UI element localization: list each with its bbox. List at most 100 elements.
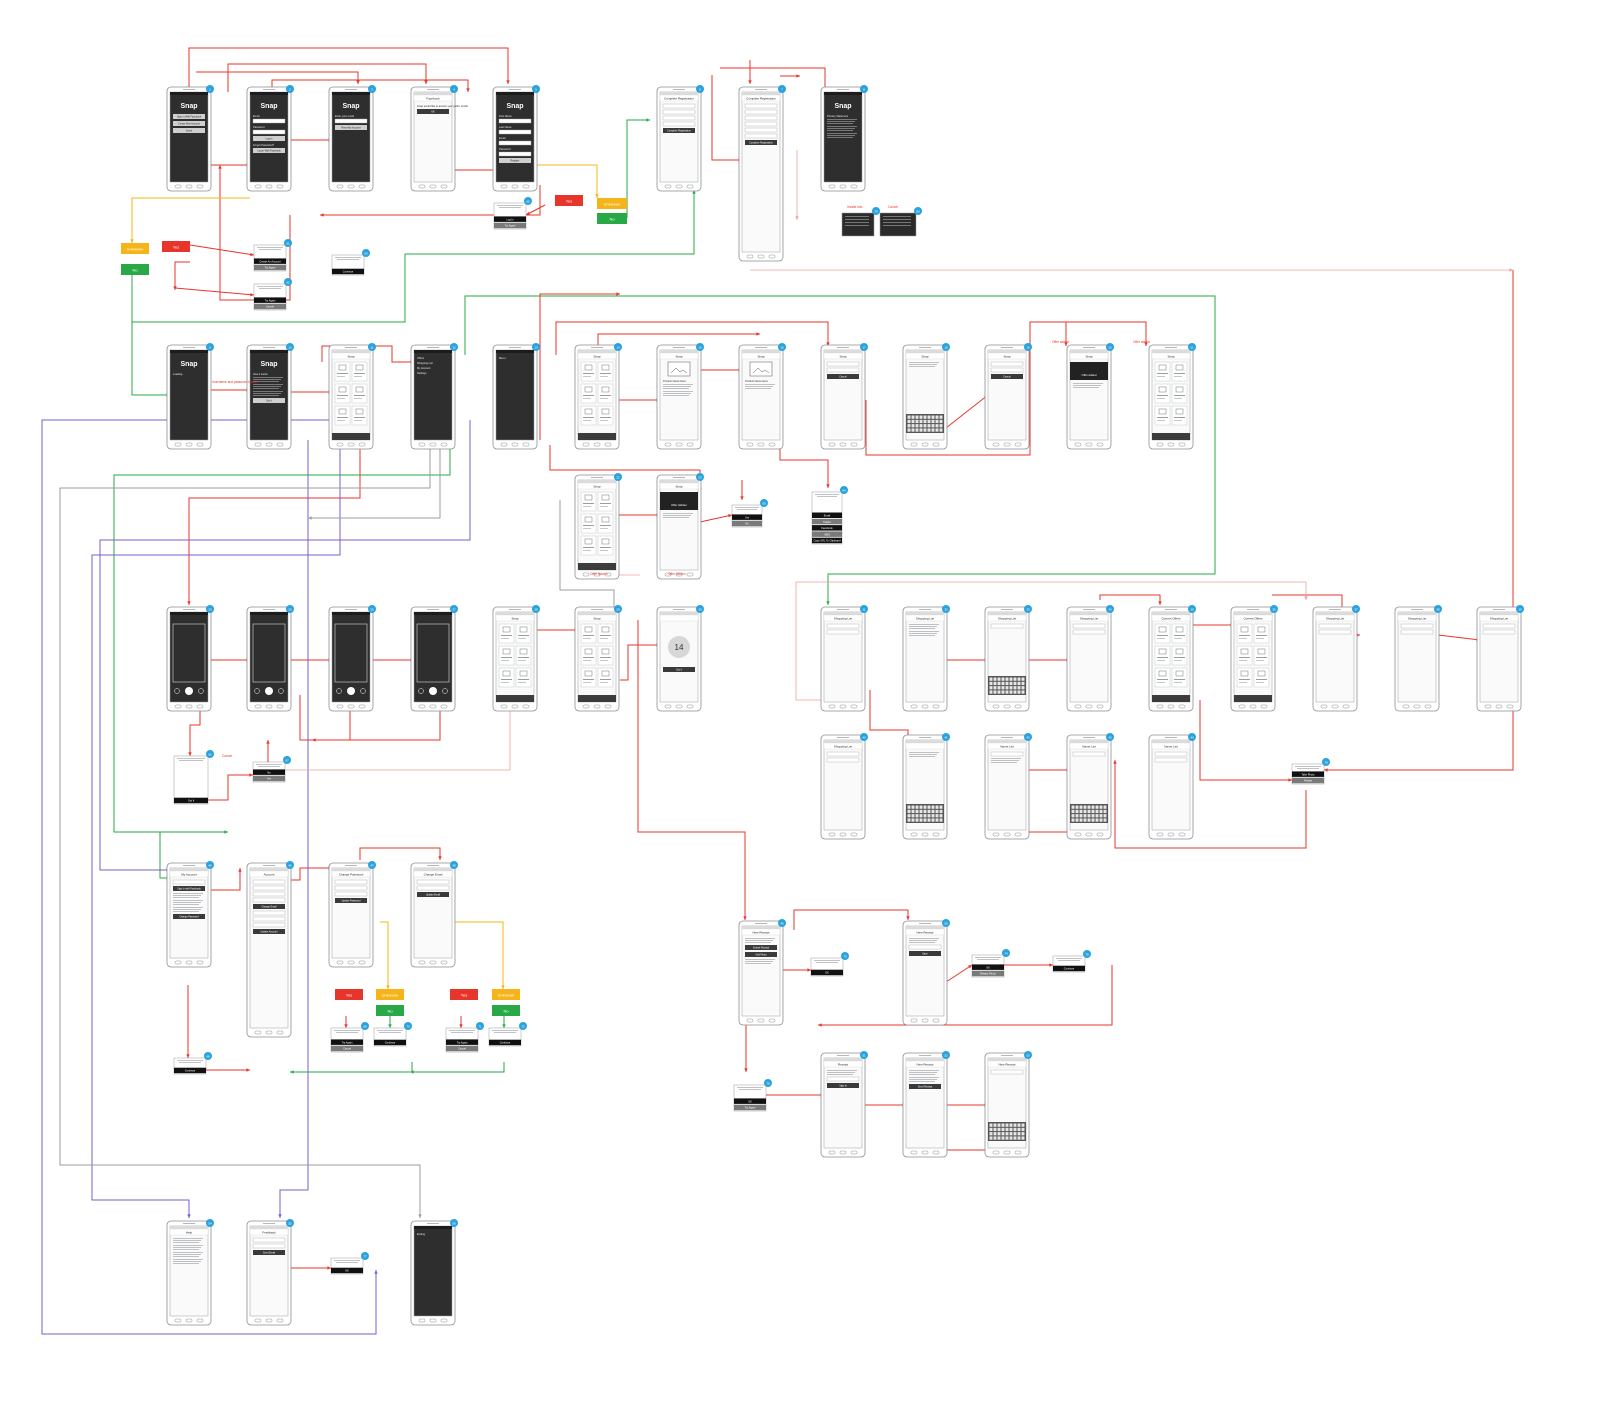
keyboard-key[interactable] bbox=[1071, 814, 1075, 818]
keyboard-key[interactable] bbox=[1009, 1132, 1013, 1136]
input-field[interactable] bbox=[990, 361, 1024, 367]
keyboard-key[interactable] bbox=[939, 818, 943, 822]
keyboard-key[interactable] bbox=[1017, 686, 1021, 690]
keyboard-key[interactable] bbox=[935, 809, 939, 814]
keyboard-key[interactable] bbox=[1087, 818, 1091, 822]
keyboard-key[interactable] bbox=[989, 1132, 993, 1136]
keyboard-key[interactable] bbox=[935, 818, 939, 822]
keyboard-key[interactable] bbox=[907, 428, 911, 432]
keyboard-key[interactable] bbox=[1095, 809, 1099, 814]
keyboard-key[interactable] bbox=[911, 805, 915, 809]
keyboard-key[interactable] bbox=[997, 1127, 1001, 1132]
input-field[interactable] bbox=[252, 1243, 286, 1249]
keyboard-key[interactable] bbox=[1005, 1127, 1009, 1132]
keyboard-key[interactable] bbox=[931, 805, 935, 809]
keyboard-key[interactable] bbox=[927, 415, 931, 419]
keyboard-key[interactable] bbox=[1103, 818, 1107, 822]
keyboard-key[interactable] bbox=[1005, 1123, 1009, 1127]
input-field[interactable] bbox=[662, 115, 696, 121]
keyboard-key[interactable] bbox=[1009, 686, 1013, 690]
keyboard-key[interactable] bbox=[1071, 809, 1075, 814]
keyboard-key[interactable] bbox=[939, 415, 943, 419]
keyboard-key[interactable] bbox=[915, 809, 919, 814]
keyboard-key[interactable] bbox=[1083, 809, 1087, 814]
keyboard-key[interactable] bbox=[1079, 809, 1083, 814]
screen-button[interactable] bbox=[253, 929, 285, 934]
keyboard-key[interactable] bbox=[1079, 818, 1083, 822]
keyboard-key[interactable] bbox=[1079, 805, 1083, 809]
screen-button[interactable] bbox=[745, 945, 777, 950]
keyboard-key[interactable] bbox=[993, 681, 997, 686]
keyboard-key[interactable] bbox=[1013, 1127, 1017, 1132]
keyboard-key[interactable] bbox=[1009, 690, 1013, 694]
keyboard-key[interactable] bbox=[1083, 818, 1087, 822]
keyboard-key[interactable] bbox=[935, 424, 939, 428]
keyboard-key[interactable] bbox=[1095, 814, 1099, 818]
keyboard-key[interactable] bbox=[997, 690, 1001, 694]
popup-button[interactable] bbox=[1292, 771, 1324, 777]
screen-button[interactable] bbox=[745, 952, 777, 957]
keyboard-key[interactable] bbox=[927, 424, 931, 428]
keyboard-key[interactable] bbox=[1079, 814, 1083, 818]
popup-button[interactable] bbox=[253, 775, 285, 782]
keyboard-key[interactable] bbox=[927, 809, 931, 814]
keyboard-key[interactable] bbox=[923, 419, 927, 424]
input-field[interactable] bbox=[744, 121, 778, 127]
keyboard-key[interactable] bbox=[1005, 686, 1009, 690]
input-field[interactable] bbox=[416, 885, 450, 891]
gallery-button[interactable] bbox=[336, 688, 342, 694]
popup-button[interactable] bbox=[732, 514, 762, 520]
input-field[interactable] bbox=[1400, 629, 1434, 635]
screen-button[interactable] bbox=[663, 667, 695, 672]
input-field[interactable] bbox=[826, 367, 860, 373]
screen-s-camera-3[interactable]: 26 bbox=[328, 605, 376, 712]
keyboard-key[interactable] bbox=[1009, 1136, 1013, 1140]
keyboard-key[interactable] bbox=[1071, 818, 1075, 822]
popup-button[interactable] bbox=[812, 531, 842, 537]
input-field[interactable] bbox=[1400, 623, 1434, 629]
keyboard-key[interactable] bbox=[1021, 1123, 1025, 1127]
input-field[interactable] bbox=[744, 115, 778, 121]
popup-button[interactable] bbox=[732, 520, 762, 527]
keyboard-key[interactable] bbox=[1013, 681, 1017, 686]
input-field[interactable] bbox=[252, 891, 286, 897]
input-field[interactable] bbox=[826, 623, 860, 629]
keyboard-key[interactable] bbox=[1021, 677, 1025, 681]
keyboard-key[interactable] bbox=[939, 419, 943, 424]
screen-button[interactable] bbox=[663, 128, 695, 133]
screen-button[interactable] bbox=[499, 158, 531, 163]
keyboard-key[interactable] bbox=[993, 686, 997, 690]
input-field[interactable] bbox=[826, 629, 860, 635]
keyboard-key[interactable] bbox=[1071, 805, 1075, 809]
screen-button[interactable] bbox=[253, 1250, 285, 1255]
input-field[interactable] bbox=[662, 103, 696, 109]
screen-button[interactable] bbox=[335, 125, 367, 130]
keyboard-key[interactable] bbox=[911, 809, 915, 814]
shutter-button[interactable] bbox=[185, 687, 193, 695]
keyboard-key[interactable] bbox=[1005, 681, 1009, 686]
keyboard-key[interactable] bbox=[993, 1127, 997, 1132]
keyboard-key[interactable] bbox=[1017, 681, 1021, 686]
popup-button[interactable] bbox=[734, 1098, 766, 1104]
keyboard-key[interactable] bbox=[997, 1123, 1001, 1127]
shutter-button[interactable] bbox=[347, 687, 355, 695]
keyboard-key[interactable] bbox=[907, 805, 911, 809]
